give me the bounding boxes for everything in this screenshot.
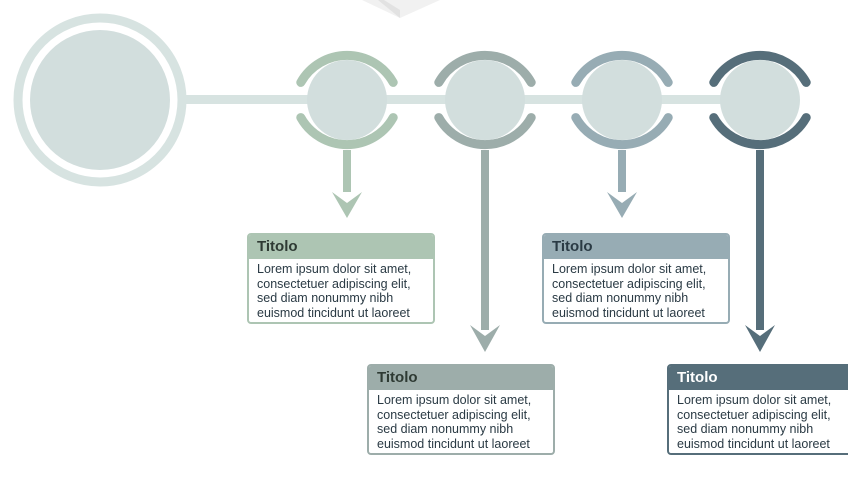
cube-decoration (362, 0, 440, 18)
step-card-text: Lorem ipsum dolor sit amet, consectetuer… (257, 262, 412, 320)
step-node-2 (434, 50, 536, 352)
step-card-title: Titolo (544, 235, 728, 259)
step-card-text: Lorem ipsum dolor sit amet, consectetuer… (552, 262, 707, 320)
step-card-title: Titolo (669, 366, 848, 390)
step-node-4 (709, 50, 811, 352)
step-card-title: Titolo (249, 235, 433, 259)
step-card-text: Lorem ipsum dolor sit amet, consectetuer… (677, 393, 832, 451)
step-card-4: Titolo Lorem ipsum dolor sit amet, conse… (667, 364, 848, 456)
step-card-1: Titolo Lorem ipsum dolor sit amet, conse… (247, 233, 435, 325)
step-node-1 (296, 50, 398, 218)
step-card-text: Lorem ipsum dolor sit amet, consectetuer… (377, 393, 532, 451)
step-node-3 (571, 50, 673, 218)
step-card-title: Titolo (369, 366, 553, 390)
start-circle (13, 13, 187, 187)
step-card-2: Titolo Lorem ipsum dolor sit amet, conse… (367, 364, 555, 456)
step-card-3: Titolo Lorem ipsum dolor sit amet, conse… (542, 233, 730, 325)
